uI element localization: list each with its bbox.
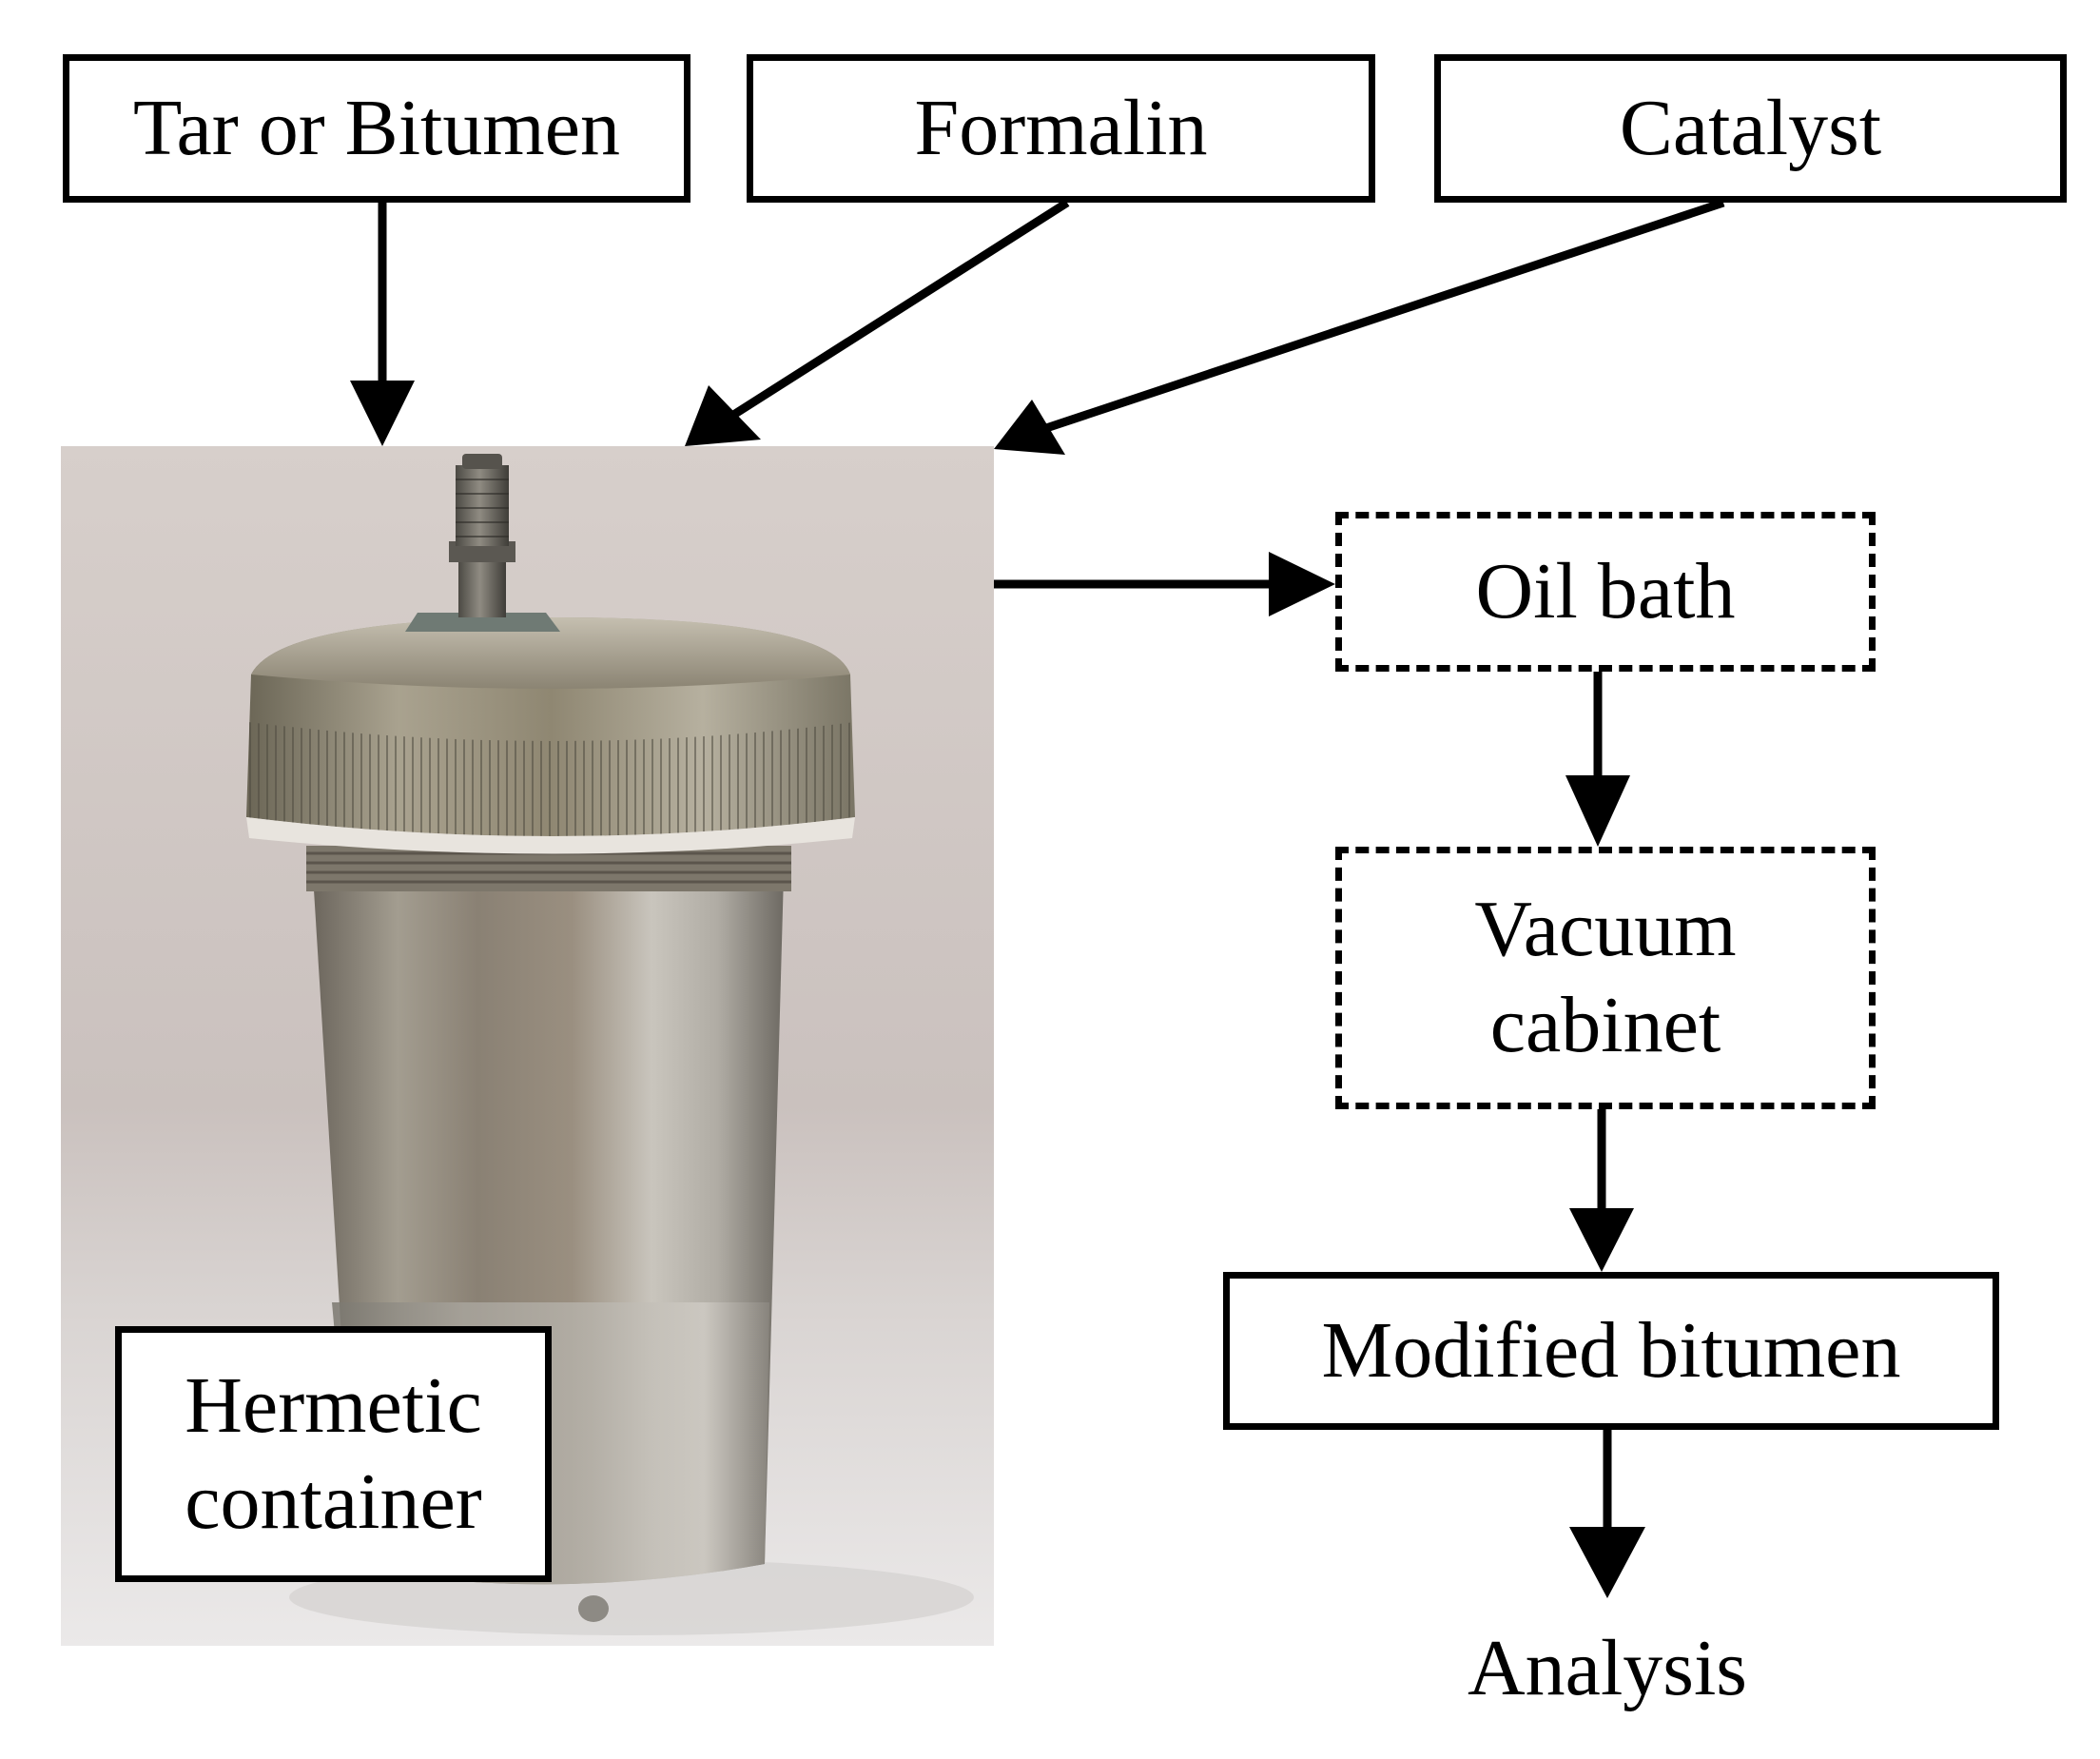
arrowhead-formalin [685,385,761,446]
arrowhead-modified [1569,1208,1634,1272]
input-box-tar-or-bitumen: Tar or Bitumen [63,54,690,203]
modified-bitumen-box: Modified bitumen [1223,1272,1999,1430]
arrowhead-vacuum [1565,775,1630,847]
input-label-formalin: Formalin [914,83,1208,172]
arrowhead-oil-bath [1269,552,1335,616]
arrowhead-analysis [1569,1527,1645,1598]
arrowhead-catalyst [994,400,1065,455]
modified-bitumen-label: Modified bitumen [1321,1305,1901,1395]
oil-bath-label: Oil bath [1475,546,1736,635]
arrow-catalyst-to-container [1044,198,1725,433]
vacuum-cabinet-label: Vacuum cabinet [1474,885,1737,1069]
vacuum-cabinet-box: Vacuum cabinet [1335,847,1876,1109]
input-box-catalyst: Catalyst [1434,54,2067,203]
input-label-catalyst: Catalyst [1619,83,1882,172]
arrow-formalin-to-container [725,199,1070,422]
oil-bath-box: Oil bath [1335,512,1876,672]
input-label-tar-or-bitumen: Tar or Bitumen [133,83,620,172]
hermetic-container-label-box: Hermetic container [115,1326,552,1582]
arrowhead-tar [350,381,415,446]
analysis-label: Analysis [1468,1624,1747,1712]
hermetic-container-label: Hermetic container [185,1360,482,1546]
input-box-formalin: Formalin [747,54,1375,203]
